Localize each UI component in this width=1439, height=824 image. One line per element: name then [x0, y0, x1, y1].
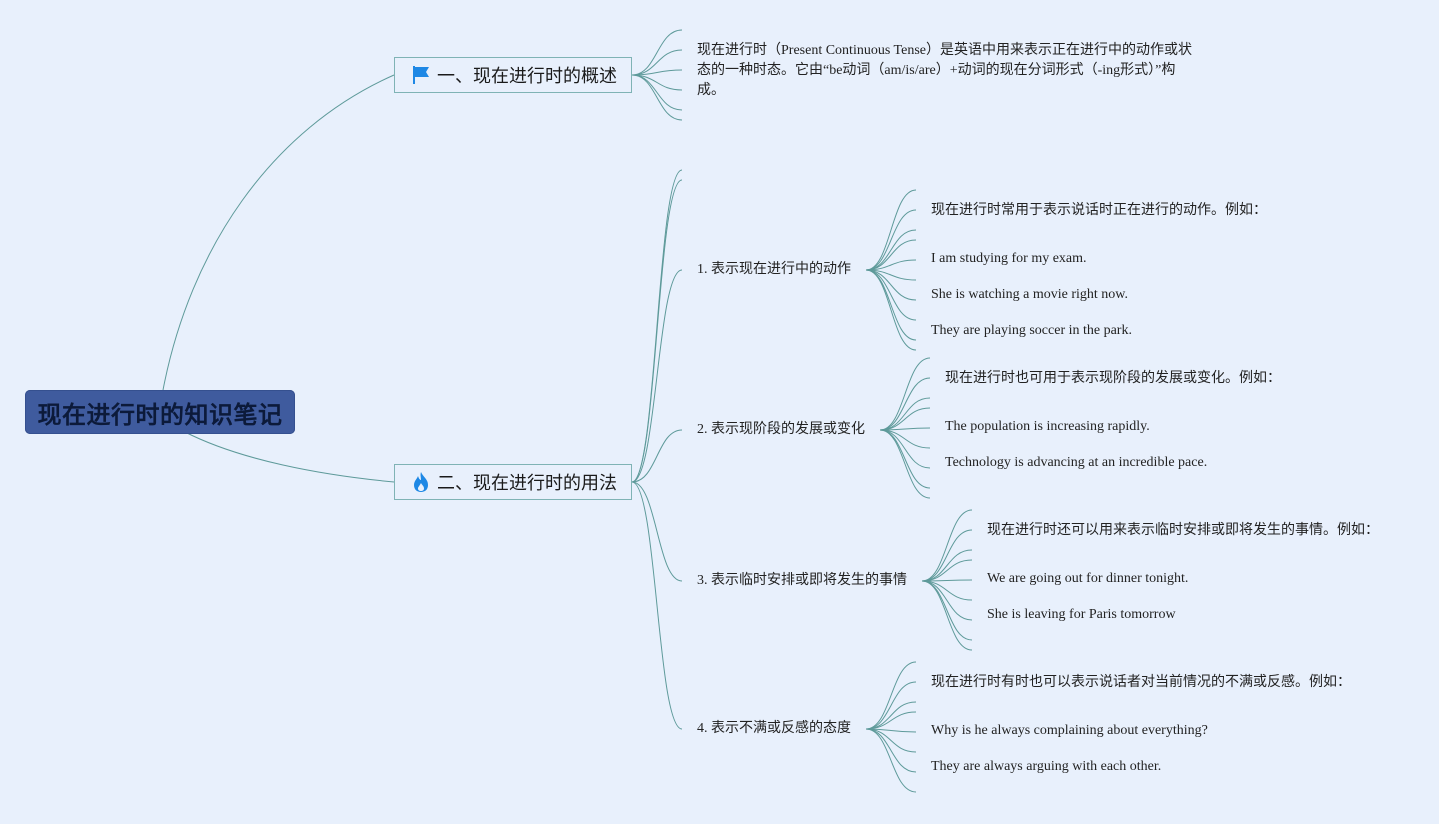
connector-topic-1-4 [865, 259, 917, 271]
connector-topic-2-1 [879, 377, 931, 431]
topic-1-example-2: She is watching a movie right now. [931, 287, 1129, 302]
topic-4-example-2: They are always arguing with each other. [931, 759, 1162, 774]
branch-usage-label: 二、现在进行时的用法 [437, 473, 617, 494]
connector-topic-3-7 [921, 580, 973, 641]
connector-overview-5 [631, 74, 683, 121]
topic-1-example-1: I am studying for my exam. [931, 251, 1087, 266]
connector-topic-2-6 [879, 429, 931, 469]
connector-root-branch-1 [162, 74, 395, 391]
topic-2-label[interactable]: 2. 表示现阶段的发展或变化 [697, 422, 865, 437]
branch-overview-label: 一、现在进行时的概述 [437, 66, 617, 87]
branch-usage[interactable]: 二、现在进行时的用法 [394, 464, 632, 500]
connector-topic-3-8 [921, 580, 973, 651]
connector-topic-1-1 [865, 209, 917, 271]
root-topic[interactable]: 现在进行时的知识笔记 [25, 390, 295, 434]
connector-topic-3-3 [921, 559, 973, 582]
connector-topic-1-3 [865, 239, 917, 271]
connector-overview-0 [631, 29, 683, 76]
connector-root-branch-2 [184, 431, 395, 483]
connector-usage-3 [631, 429, 683, 483]
connector-topic-4-6 [865, 728, 917, 773]
topic-2-intro: 现在进行时也可用于表示现阶段的发展或变化。例如： [945, 371, 1281, 386]
connector-topic-1-9 [865, 269, 917, 351]
connector-topic-3-6 [921, 580, 973, 621]
topic-1-example-3: They are playing soccer in the park. [931, 323, 1132, 338]
connector-usage-2 [631, 269, 683, 483]
connector-overview-1 [631, 49, 683, 76]
topic-4-example-1: Why is he always complaining about every… [931, 723, 1208, 738]
topic-3-label[interactable]: 3. 表示临时安排或即将发生的事情 [697, 573, 907, 588]
topic-2-example-1: The population is increasing rapidly. [945, 419, 1150, 434]
fire-icon [411, 471, 433, 493]
connector-topic-2-8 [879, 429, 931, 499]
connector-topic-1-7 [865, 269, 917, 321]
topic-3-example-2: She is leaving for Paris tomorrow [987, 607, 1176, 622]
connector-topic-4-0 [865, 661, 917, 730]
branch-overview[interactable]: 一、现在进行时的概述 [394, 57, 632, 93]
connector-topic-4-1 [865, 681, 917, 730]
connector-topic-2-3 [879, 407, 931, 431]
topic-4-label[interactable]: 4. 表示不满或反感的态度 [697, 721, 851, 736]
topic-1-label[interactable]: 1. 表示现在进行中的动作 [697, 262, 851, 277]
overview-text: 现在进行时（Present Continuous Tense）是英语中用来表示正… [697, 43, 1192, 98]
connector-usage-5 [631, 481, 683, 730]
topic-4-intro: 现在进行时有时也可以表示说话者对当前情况的不满或反感。例如： [931, 675, 1351, 690]
connector-topic-4-7 [865, 728, 917, 793]
connector-topic-2-0 [879, 357, 931, 431]
connector-overview-3 [631, 74, 683, 91]
topic-3-intro: 现在进行时还可以用来表示临时安排或即将发生的事情。例如： [987, 523, 1379, 538]
connector-topic-3-1 [921, 529, 973, 582]
connector-topic-4-3 [865, 711, 917, 730]
topic-3-example-1: We are going out for dinner tonight. [987, 571, 1189, 586]
connector-topic-4-5 [865, 728, 917, 753]
connector-topic-2-2 [879, 397, 931, 431]
topic-2-example-2: Technology is advancing at an incredible… [945, 455, 1208, 470]
connector-usage-4 [631, 481, 683, 582]
connector-topic-3-0 [921, 509, 973, 582]
flag-icon [411, 64, 433, 86]
connector-topic-1-0 [865, 189, 917, 271]
topic-1-intro: 现在进行时常用于表示说话时正在进行的动作。例如： [931, 203, 1267, 218]
connector-topic-1-2 [865, 229, 917, 271]
connector-overview-4 [631, 74, 683, 111]
connector-usage-1 [631, 179, 683, 483]
connector-topic-1-8 [865, 269, 917, 341]
